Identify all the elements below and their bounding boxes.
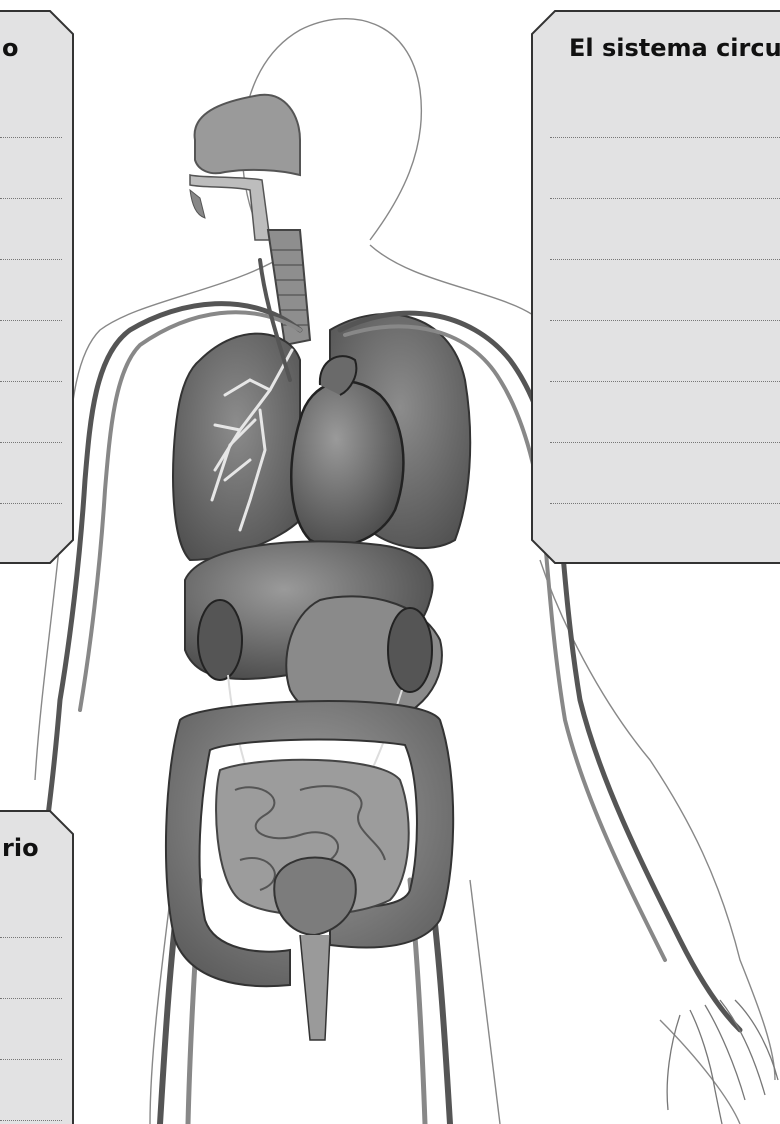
writing-line[interactable] [0,137,62,138]
writing-line[interactable] [0,259,62,260]
panel-bottom-left: rio [0,810,75,1124]
writing-line[interactable] [550,137,780,138]
writing-line[interactable] [550,259,780,260]
writing-line[interactable] [550,320,780,321]
writing-line[interactable] [0,198,62,199]
panel-top-left: o [0,10,75,565]
writing-line[interactable] [0,1059,62,1060]
writing-line[interactable] [0,381,62,382]
writing-line[interactable] [550,442,780,443]
heart [291,381,403,546]
writing-line[interactable] [0,320,62,321]
panel-title: o [2,34,19,62]
writing-line[interactable] [550,503,780,504]
writing-line[interactable] [550,198,780,199]
right-kidney [388,608,432,692]
writing-line[interactable] [0,503,62,504]
panel-title: rio [2,834,39,862]
writing-line[interactable] [550,381,780,382]
writing-line[interactable] [0,442,62,443]
left-kidney [198,600,242,680]
writing-line[interactable] [0,998,62,999]
writing-line[interactable] [0,937,62,938]
writing-line[interactable] [0,1120,62,1121]
panel-title: El sistema circu [569,34,780,62]
panel-top-right: El sistema circu [530,10,780,565]
